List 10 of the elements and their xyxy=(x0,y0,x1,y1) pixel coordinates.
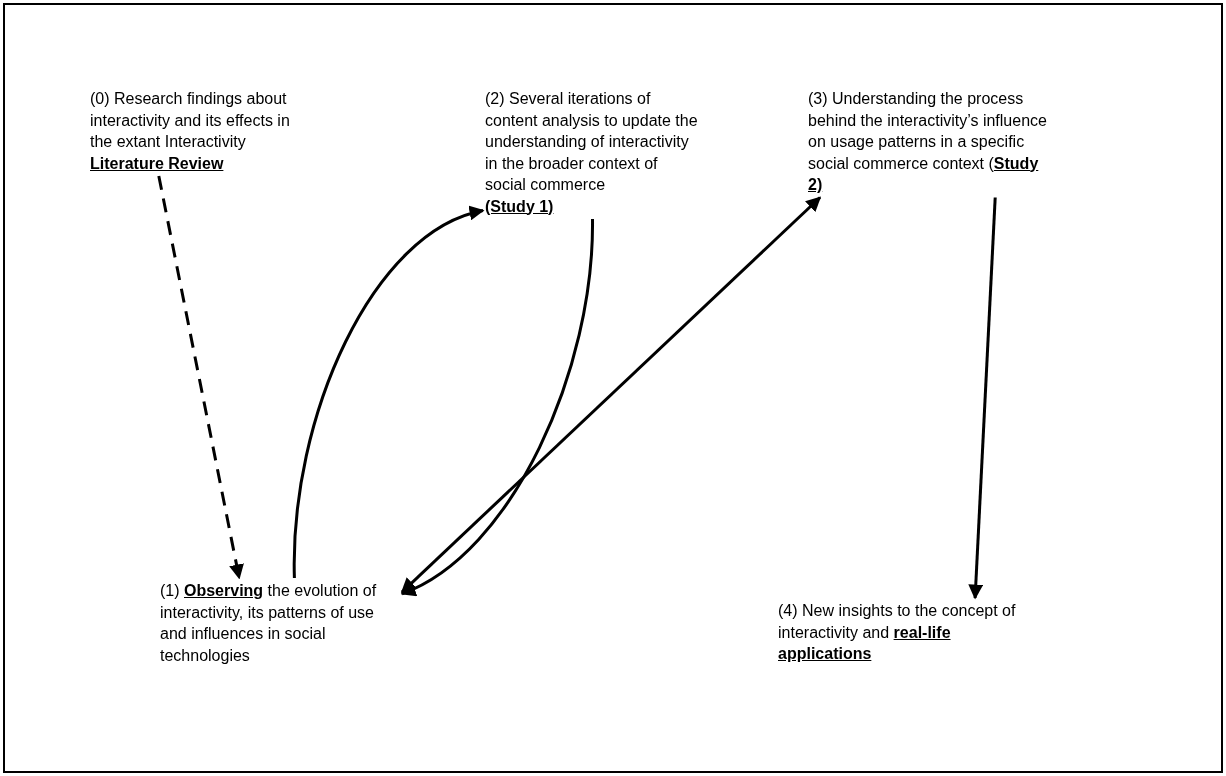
arrow xyxy=(292,207,485,578)
arrow xyxy=(968,197,997,600)
arrow xyxy=(400,218,594,596)
step-text: (4) New insights to the concept of interactivity and real-life applications xyxy=(778,601,1017,664)
step-text: (3) Understanding the process behind the interactivity’s influence on usage patterns in a specific social commerce context (Study 2) xyxy=(808,89,1048,195)
dashed-arrow xyxy=(157,175,244,580)
step-text: (1) Observing the evolution of interactivity, its patterns of use and influences in social technologies xyxy=(160,581,378,666)
step-text: (2) Several iterations of content analysis to update the understanding of interactivity in the broader context of social commerce (Study 1) xyxy=(485,89,699,217)
step-text: (0) Research findings about interactivity and its effects in the extant Interactivity Literature Review xyxy=(90,89,291,174)
double-headed-arrow xyxy=(400,196,822,594)
